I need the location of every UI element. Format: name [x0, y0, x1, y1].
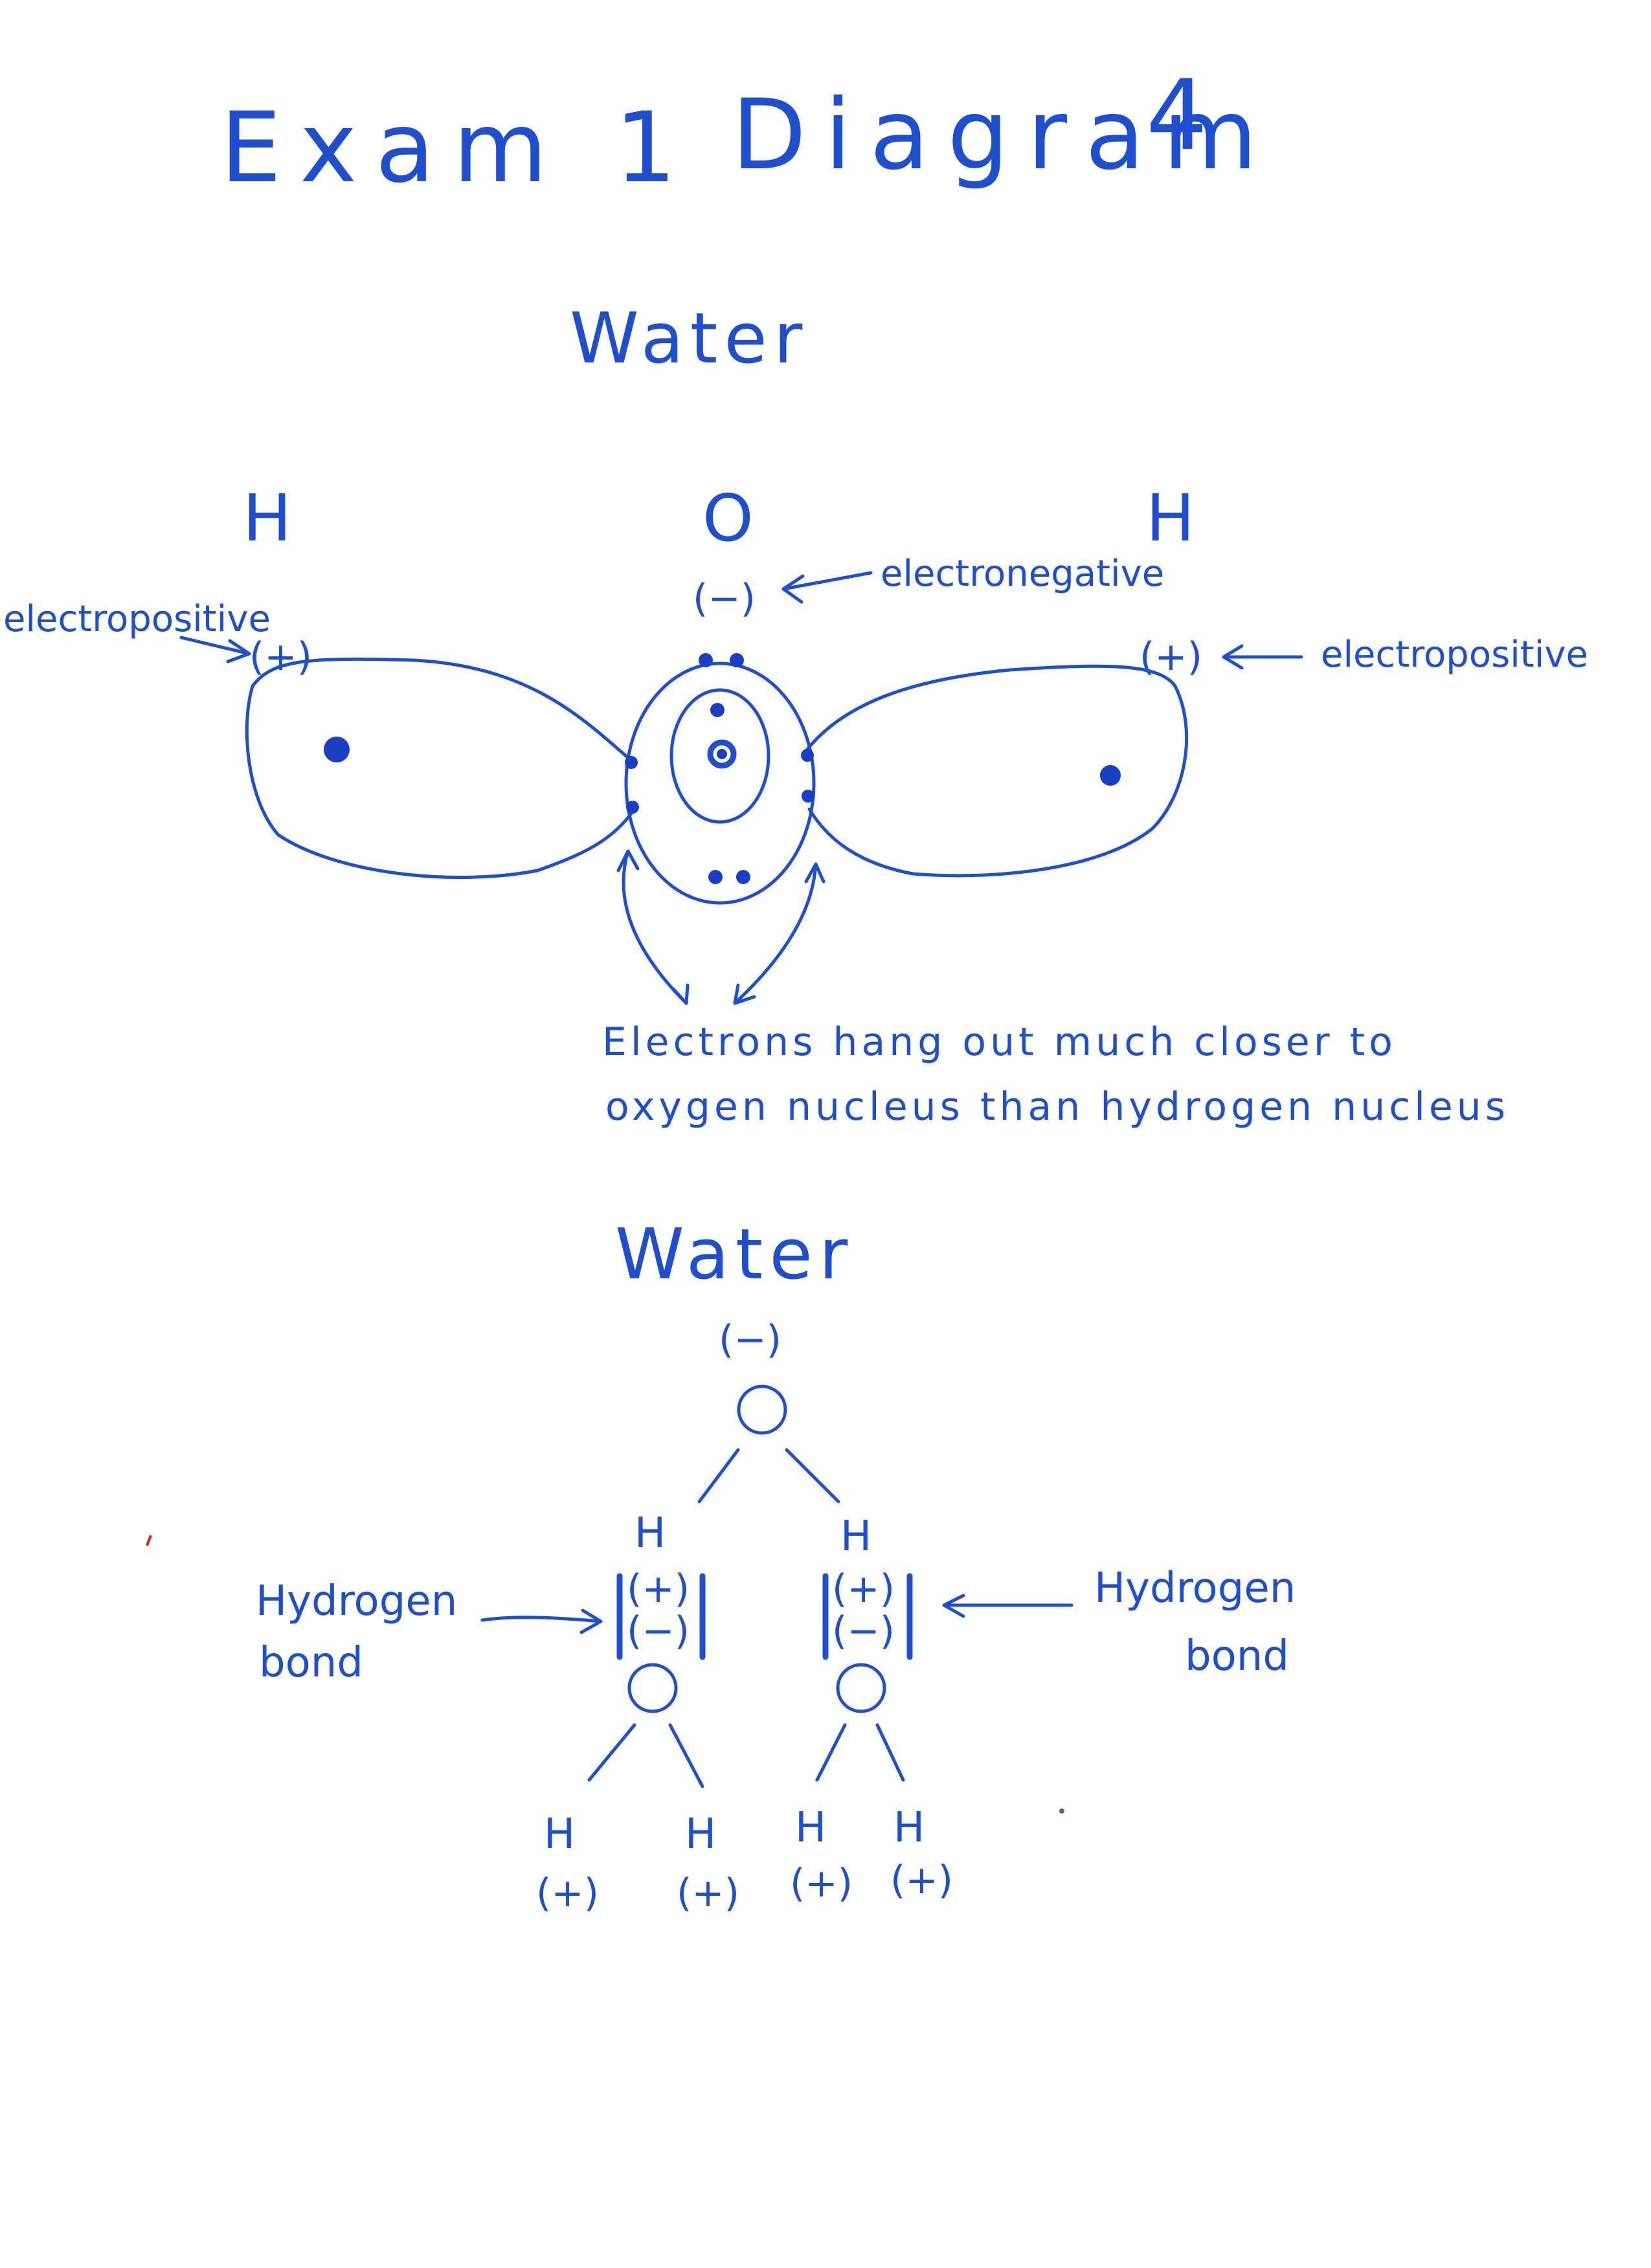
h-bottom-4: H: [893, 1804, 925, 1852]
note-line-2: oxygen nucleus than hydrogen nucleus: [605, 1084, 1509, 1129]
top-oxygen-atom: [737, 1384, 787, 1435]
oxygen-nucleus: [707, 739, 737, 769]
left-hydrogen-orbital: [245, 657, 636, 880]
charge-neg-left: (−): [627, 1608, 690, 1654]
label-electronegative: electronegative: [881, 553, 1164, 595]
oxygen-right-stack: [836, 1663, 886, 1713]
electron: [626, 801, 639, 814]
arrow-hbond-left: [480, 1608, 603, 1634]
electron: [802, 790, 814, 803]
bond-left-stack-b: [668, 1723, 704, 1788]
charge-pos-right: (+): [832, 1566, 895, 1612]
electron: [730, 653, 744, 667]
label-hbond-right-1: Hydrogen: [1094, 1564, 1296, 1612]
electron: [708, 870, 723, 884]
top-o-charge: (−): [719, 1317, 781, 1362]
label-hbond-right-2: bond: [1185, 1632, 1289, 1680]
top-charge-h-right: (+): [1140, 634, 1202, 680]
bottom-title: Water: [615, 1214, 854, 1295]
oxygen-outer-shell: [624, 662, 816, 905]
label-hbond-left-2: bond: [259, 1639, 363, 1687]
stray-dot: [1059, 1808, 1064, 1814]
charge-bottom-2: (+): [677, 1871, 739, 1916]
note-line-1: Electrons hang out much closer to: [602, 1019, 1397, 1065]
top-atom-h-left: H: [243, 480, 291, 556]
charge-bottom-1: (+): [536, 1871, 599, 1916]
bond-top-o-left: [697, 1448, 740, 1504]
charge-bottom-4: (+): [890, 1858, 953, 1903]
header-diagram: Diagram: [732, 79, 1275, 192]
charge-neg-right: (−): [832, 1608, 895, 1654]
top-atom-h-right: H: [1146, 480, 1195, 556]
header-exam: Exam 1: [220, 92, 695, 205]
bond-right-stack-b: [875, 1723, 905, 1782]
top-charge-o: (−): [693, 576, 756, 621]
top-title: Water: [570, 298, 809, 379]
bond-right-stack-a: [815, 1723, 847, 1782]
stray-mark: [146, 1535, 152, 1546]
charge-bottom-3: (+): [790, 1861, 853, 1906]
arrow-electronegative: [781, 571, 873, 604]
h-bottom-3: H: [795, 1804, 826, 1852]
top-atom-o: O: [702, 480, 754, 556]
oxygen-left-stack: [627, 1663, 678, 1713]
h-right-stack: H: [840, 1513, 871, 1561]
arrow-electropositive-right: [1222, 644, 1303, 670]
electron: [625, 756, 638, 769]
right-hydrogen-orbital: [804, 664, 1188, 878]
electron: [736, 870, 750, 884]
h-left-stack: H: [635, 1509, 666, 1557]
arrow-electrons-left: [616, 849, 690, 1005]
h-bottom-2: H: [685, 1810, 716, 1858]
electron: [801, 749, 814, 762]
h-bottom-1: H: [544, 1810, 575, 1858]
label-hbond-left-1: Hydrogen: [256, 1577, 457, 1625]
oxygen-inner-shell: [669, 688, 770, 824]
label-electropositive-right: electropositive: [1321, 634, 1588, 676]
top-charge-h-left: (+): [249, 634, 312, 680]
bond-left-stack-a: [587, 1723, 636, 1782]
oxygen-nucleus-core: [717, 749, 727, 759]
electron: [710, 703, 724, 717]
arrow-electropositive-left: [179, 636, 251, 663]
right-hydrogen-nucleus: [1100, 765, 1121, 786]
charge-pos-left: (+): [627, 1566, 690, 1612]
header-number: 4: [1146, 60, 1226, 172]
bond-top-o-right: [785, 1448, 840, 1504]
electron: [699, 653, 713, 667]
label-electropositive-left: electropositive: [3, 598, 271, 640]
left-hydrogen-nucleus: [324, 737, 350, 762]
arrow-hbond-right: [942, 1594, 1073, 1618]
arrow-electrons-right: [733, 862, 826, 1005]
